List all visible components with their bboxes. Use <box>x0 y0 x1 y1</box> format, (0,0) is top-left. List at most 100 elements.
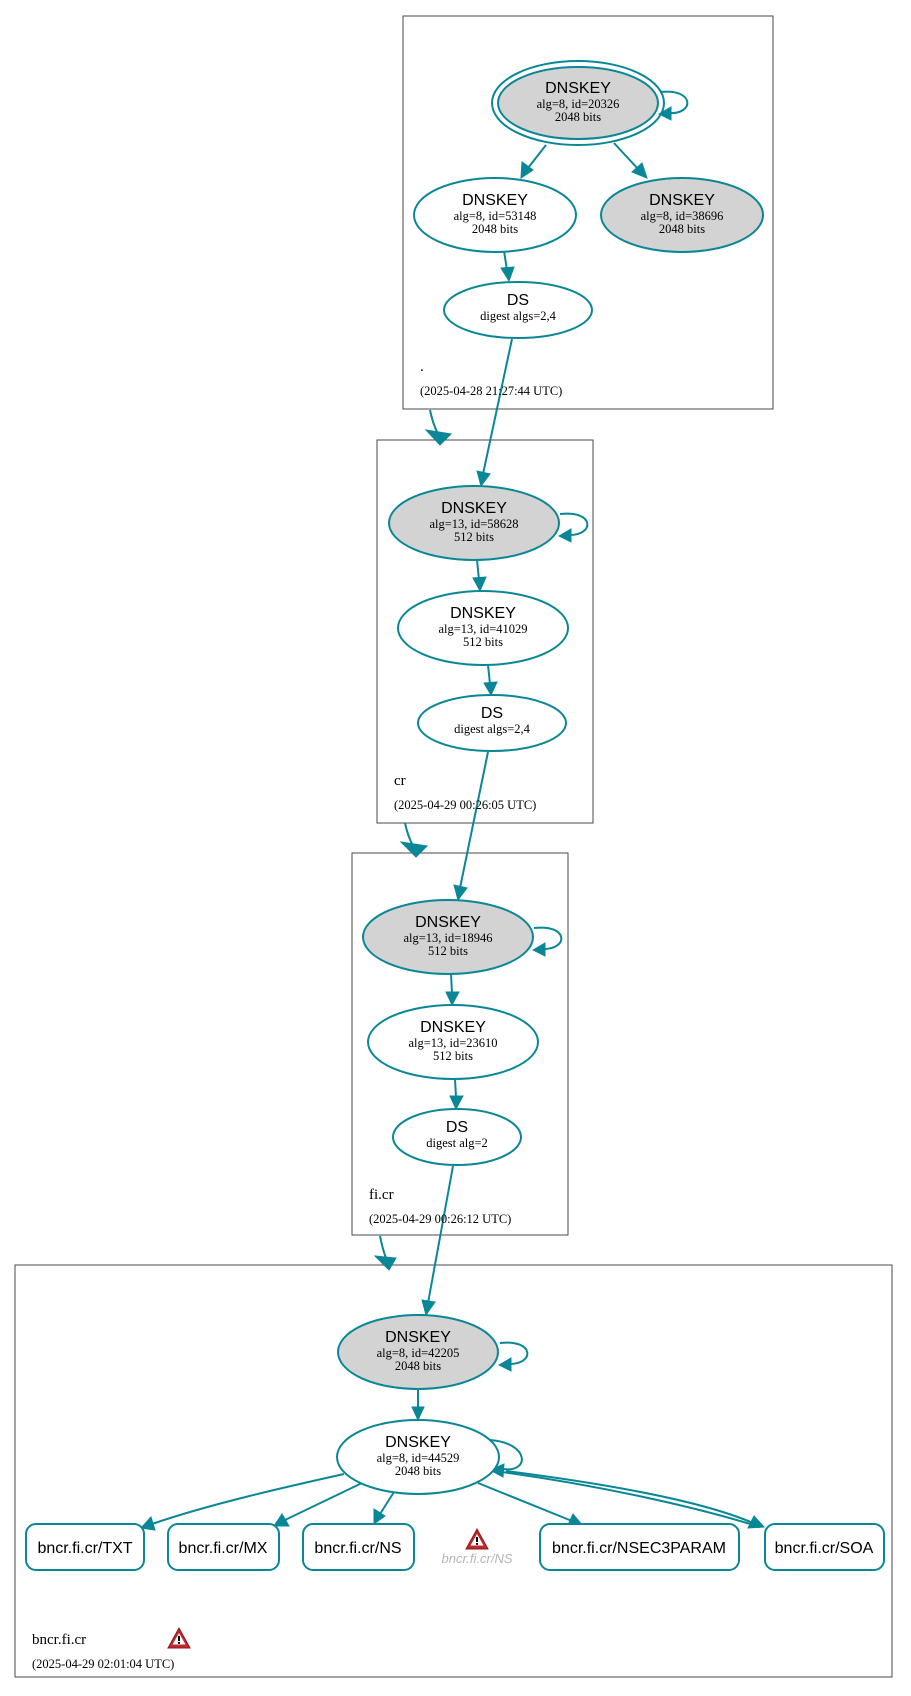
arrowhead <box>411 1406 425 1422</box>
node-title: DNSKEY <box>545 80 611 97</box>
node-ficr-ksk-18946[interactable]: DNSKEY alg=13, id=18946 512 bits <box>362 899 534 975</box>
node-cr-ds[interactable]: DS digest algs=2,4 <box>417 694 567 752</box>
node-shape <box>397 590 569 666</box>
rrset-mx[interactable]: bncr.fi.cr/MX <box>167 1523 280 1571</box>
arrowhead <box>631 162 648 179</box>
rrset-txt[interactable]: bncr.fi.cr/TXT <box>25 1523 145 1571</box>
edge-cr-ksk-zsk <box>476 559 480 581</box>
rrset-ns-error[interactable]: bncr.fi.cr/NS <box>441 1528 513 1566</box>
arrowhead <box>476 470 491 488</box>
rrset-box <box>302 1523 415 1571</box>
node-key-info: alg=8, id=44529 <box>377 1451 460 1465</box>
edge-root-zsk1-ds <box>503 250 508 271</box>
node-shape <box>600 177 764 253</box>
node-root-ksk-20326[interactable]: DNSKEY alg=8, id=20326 2048 bits <box>491 60 665 146</box>
edge-bncr-zsk-ns <box>379 1491 395 1515</box>
self-loop-bncr-ksk <box>499 1341 529 1366</box>
self-loop-root-ksk <box>659 90 689 115</box>
node-shape <box>443 281 593 339</box>
edge-ficr-ds-bncr-ksk <box>427 1165 454 1304</box>
node-bncr-zsk-44529[interactable]: DNSKEY alg=8, id=44529 2048 bits <box>336 1419 500 1495</box>
node-shape <box>367 1004 539 1080</box>
node-shape <box>337 1314 499 1390</box>
zone-bncr-name: bncr.fi.cr <box>32 1632 86 1648</box>
node-title: DS <box>446 1119 468 1136</box>
node-title: DNSKEY <box>385 1434 451 1451</box>
arrowhead <box>500 266 515 283</box>
rrset-ns[interactable]: bncr.fi.cr/NS <box>302 1523 415 1571</box>
arrowhead <box>657 106 672 121</box>
node-key-size: 512 bits <box>428 944 468 958</box>
arrowhead <box>445 991 460 1007</box>
node-key-info: alg=13, id=58628 <box>429 517 518 531</box>
node-shape <box>392 1108 522 1166</box>
node-shape <box>417 694 567 752</box>
arrowhead <box>139 1516 156 1531</box>
arrowhead <box>557 528 572 543</box>
arrowhead <box>483 681 498 697</box>
node-bncr-ksk-42205[interactable]: DNSKEY alg=8, id=42205 2048 bits <box>337 1314 499 1390</box>
delegation-arrow-root-cr <box>424 429 453 446</box>
node-key-info: alg=8, id=42205 <box>377 1346 460 1360</box>
delegation-edge-ficr-bncr <box>379 1235 387 1259</box>
node-root-zsk-53148[interactable]: DNSKEY alg=8, id=53148 2048 bits <box>413 177 577 253</box>
node-shape <box>413 177 577 253</box>
arrowhead <box>421 1299 436 1317</box>
node-key-info: alg=8, id=20326 <box>537 97 620 111</box>
edge-cr-ds-ficr-ksk <box>459 751 489 889</box>
delegation-arrow-cr-ficr <box>399 841 429 858</box>
node-key-size: 2048 bits <box>472 222 518 236</box>
node-key-info: alg=8, id=38696 <box>641 209 724 223</box>
node-key-info: alg=13, id=18946 <box>403 931 492 945</box>
node-root-zsk-38696[interactable]: DNSKEY alg=8, id=38696 2048 bits <box>600 177 764 253</box>
node-key-size: 512 bits <box>433 1049 473 1063</box>
edge-root-ksk-zsk2 <box>613 142 639 170</box>
node-title: DNSKEY <box>450 605 516 622</box>
zone-root-name: . <box>420 359 424 375</box>
node-key-info: alg=13, id=41029 <box>438 622 527 636</box>
rrset-label: bncr.fi.cr/NSEC3PARAM <box>552 1540 726 1557</box>
edge-bncr-zsk-mx <box>284 1482 363 1521</box>
edge-soa-to-bncr-zsk <box>501 1471 761 1528</box>
self-loop-cr-ksk <box>559 512 589 537</box>
edge-root-ds-cr-ksk <box>482 338 513 475</box>
self-loop-bncr-zsk <box>489 1439 523 1471</box>
node-title: DNSKEY <box>420 1019 486 1036</box>
node-key-size: 512 bits <box>463 635 503 649</box>
edge-bncr-zsk-txt <box>151 1473 345 1525</box>
rrset-label: bncr.fi.cr/NS <box>314 1540 401 1557</box>
node-cr-zsk-41029[interactable]: DNSKEY alg=13, id=41029 512 bits <box>397 590 569 666</box>
rrset-label: bncr.fi.cr/SOA <box>775 1540 874 1557</box>
rrset-box <box>764 1523 885 1571</box>
arrowhead <box>449 1095 464 1111</box>
node-digest-info: digest algs=2,4 <box>480 309 557 323</box>
rrset-nsec3param[interactable]: bncr.fi.cr/NSEC3PARAM <box>539 1523 740 1571</box>
edge-root-ksk-zsk1 <box>527 144 547 169</box>
rrset-box <box>25 1523 145 1571</box>
node-cr-ksk-58628[interactable]: DNSKEY alg=13, id=58628 512 bits <box>388 485 560 561</box>
node-key-size: 2048 bits <box>395 1359 441 1373</box>
arrowhead <box>453 884 468 902</box>
node-digest-info: digest alg=2 <box>426 1136 488 1150</box>
node-shape <box>388 485 560 561</box>
node-ficr-zsk-23610[interactable]: DNSKEY alg=13, id=23610 512 bits <box>367 1004 539 1080</box>
arrowhead <box>531 942 546 957</box>
rrset-label: bncr.fi.cr/MX <box>179 1540 268 1557</box>
node-key-size: 2048 bits <box>555 110 601 124</box>
node-title: DNSKEY <box>462 192 528 209</box>
node-title: DNSKEY <box>649 192 715 209</box>
node-key-size: 512 bits <box>454 530 494 544</box>
node-digest-info: digest algs=2,4 <box>454 722 531 736</box>
arrowhead <box>472 576 487 593</box>
rrset-error-label: bncr.fi.cr/NS <box>441 1551 512 1566</box>
node-root-ds[interactable]: DS digest algs=2,4 <box>443 281 593 339</box>
rrset-box <box>539 1523 740 1571</box>
node-outer-ring <box>491 60 665 146</box>
node-title: DNSKEY <box>385 1329 451 1346</box>
self-loop-ficr-ksk <box>533 926 563 951</box>
node-ficr-ds[interactable]: DS digest alg=2 <box>392 1108 522 1166</box>
zone-cr-name: cr <box>394 773 406 789</box>
node-key-size: 2048 bits <box>395 1464 441 1478</box>
node-shape <box>336 1419 500 1495</box>
rrset-soa[interactable]: bncr.fi.cr/SOA <box>764 1523 885 1571</box>
